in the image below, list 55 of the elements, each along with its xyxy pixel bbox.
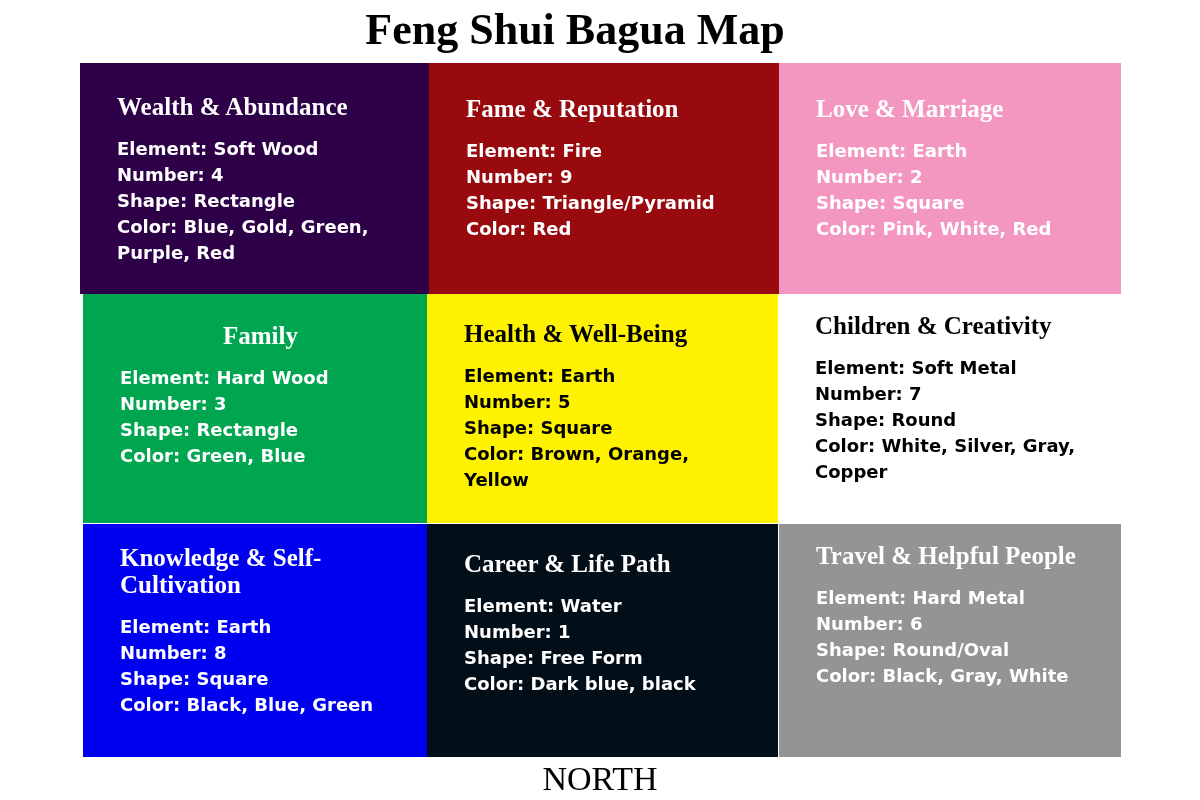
attribute-text: Number: 1 [464,620,572,644]
area-title: Love & Marriage [816,95,1005,122]
attribute-text: Element: Fire [466,139,604,163]
attribute-text: Element: Earth [464,364,617,388]
attribute-text: Number: 8 [120,641,228,665]
attribute-text: Color: Pink, White, Red [816,217,1053,241]
area-panel [429,63,779,294]
attribute-text: Shape: Square [816,191,966,215]
area-title: Health & Well-Being [464,320,689,347]
attribute-text: Element: Earth [816,139,969,163]
attribute-text: Color: Black, Gray, White [816,664,1070,688]
attribute-text: Element: Soft Metal [815,356,1018,380]
attribute-text: Element: Hard Wood [120,366,330,390]
attribute-text: Element: Soft Wood [117,137,320,161]
attribute-text: Number: 4 [117,163,225,187]
attribute-text: Shape: Round/Oval [816,638,1011,662]
attribute-text: Shape: Triangle/Pyramid [466,191,716,215]
area-panel [779,63,1121,294]
attribute-text: Color: Green, Blue [120,444,307,468]
attribute-text: Color: White, Silver, Gray, Copper [815,434,1077,484]
attribute-text: Shape: Rectangle [117,189,297,213]
area-panel [80,63,429,294]
area-title: Knowledge & Self-Cultivation [120,544,323,598]
attribute-text: Shape: Round [815,408,958,432]
area-panel [83,294,427,523]
area-panel [779,524,1121,757]
attribute-text: Number: 5 [464,390,572,414]
area-title: Children & Creativity [815,312,1053,339]
attribute-text: Element: Hard Metal [816,586,1026,610]
direction-label: NORTH [541,760,659,798]
attribute-text: Color: Black, Blue, Green [120,693,375,717]
attribute-text: Shape: Free Form [464,646,644,670]
attribute-text: Number: 6 [816,612,924,636]
attribute-text: Number: 9 [466,165,574,189]
area-title: Wealth & Abundance [117,93,349,120]
attribute-text: Shape: Rectangle [120,418,300,442]
attribute-text: Shape: Square [120,667,270,691]
area-panel [427,524,778,757]
attribute-text: Number: 7 [815,382,923,406]
attribute-text: Color: Red [466,217,573,241]
attribute-text: Number: 2 [816,165,924,189]
attribute-text: Color: Brown, Orange, Yellow [464,442,691,492]
area-title: Fame & Reputation [466,95,680,122]
area-panel [427,294,778,523]
attribute-text: Number: 3 [120,392,228,416]
attribute-text: Element: Water [464,594,623,618]
attribute-text: Shape: Square [464,416,614,440]
attribute-text: Color: Dark blue, black [464,672,697,696]
area-title: Career & Life Path [464,550,672,577]
area-title: Travel & Helpful People [816,542,1077,569]
area-panel [83,524,427,757]
area-title: Family [222,322,299,349]
map-title: Feng Shui Bagua Map [364,4,786,56]
attribute-text: Element: Earth [120,615,273,639]
attribute-text: Color: Blue, Gold, Green, Purple, Red [117,215,370,265]
